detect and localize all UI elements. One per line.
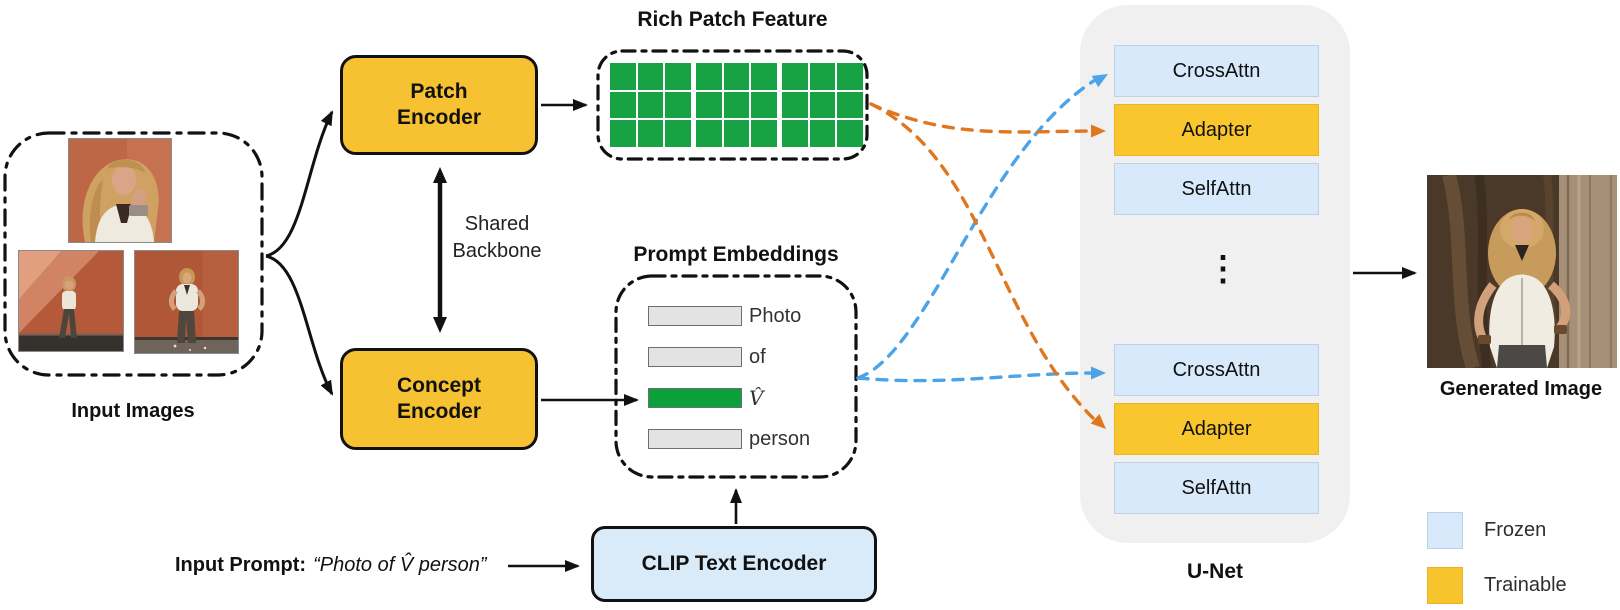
arrow-embeddings-to-crossattn-top bbox=[856, 75, 1102, 380]
patch-cell bbox=[723, 63, 750, 90]
patch-cell bbox=[809, 120, 836, 147]
token-row: V̂ bbox=[648, 386, 810, 410]
patch-cell bbox=[809, 91, 836, 119]
generated-image-label: Generated Image bbox=[1439, 378, 1603, 400]
patch-cell bbox=[696, 120, 722, 147]
patch-cell bbox=[723, 91, 750, 119]
legend-swatch-trainable bbox=[1427, 567, 1463, 604]
patch-cell bbox=[782, 120, 808, 147]
patch-cell bbox=[665, 63, 691, 90]
input-photo-standing bbox=[134, 250, 239, 354]
patch-encoder-box: Patch Encoder bbox=[340, 55, 538, 155]
token-bar bbox=[648, 429, 742, 449]
unet-label: U-Net bbox=[1187, 560, 1243, 583]
generated-photo bbox=[1427, 175, 1617, 368]
token-row: Photo bbox=[648, 304, 810, 327]
legend-swatch-frozen bbox=[1427, 512, 1463, 549]
token-row: person bbox=[648, 427, 811, 450]
patch-feature-grids bbox=[610, 63, 863, 147]
patch-cell bbox=[696, 63, 722, 90]
patch-cell bbox=[837, 91, 863, 119]
token-label: Photo bbox=[749, 304, 802, 327]
patch-cell bbox=[637, 91, 664, 119]
input-photo-portrait bbox=[68, 138, 172, 243]
patch-cell bbox=[696, 91, 722, 119]
input-prompt-text: Input Prompt: “Photo of V̂ person” bbox=[175, 554, 487, 577]
shared-backbone-arrowhead-down bbox=[433, 317, 447, 333]
input-photo-leaning bbox=[18, 250, 124, 352]
concept-encoder-box: Concept Encoder bbox=[340, 348, 538, 450]
patch-cell bbox=[610, 120, 636, 147]
input-prompt-label: Input Prompt: bbox=[175, 554, 307, 576]
clip-text-encoder-label: CLIP Text Encoder bbox=[641, 552, 827, 575]
token-label: V̂ bbox=[749, 386, 764, 410]
input-images-label: Input Images bbox=[71, 400, 195, 422]
patch-cell bbox=[782, 91, 808, 119]
patch-cell bbox=[637, 63, 664, 90]
patch-cell bbox=[751, 91, 777, 119]
legend-label: Frozen bbox=[1484, 519, 1547, 541]
arrow-embeddings-to-crossattn-bottom bbox=[856, 371, 1096, 383]
input-prompt-value: “Photo of V̂ person” bbox=[313, 554, 487, 576]
unet-block-crossattn: CrossAttn bbox=[1114, 45, 1319, 97]
unet-ellipsis: ⋮ bbox=[1206, 250, 1240, 288]
patch-grid bbox=[610, 63, 691, 147]
patch-cell bbox=[610, 63, 636, 90]
arrow-images-to-concept-encoder bbox=[265, 254, 334, 396]
patch-cell bbox=[782, 63, 808, 90]
legend-label: Trainable bbox=[1484, 574, 1567, 596]
token-bar bbox=[648, 347, 742, 367]
patch-cell bbox=[837, 120, 863, 147]
token-label: person bbox=[749, 427, 811, 450]
prompt-embeddings-title: Prompt Embeddings bbox=[633, 243, 839, 266]
patch-cell bbox=[723, 120, 750, 147]
rich-patch-feature-title: Rich Patch Feature bbox=[637, 8, 828, 31]
token-label: of bbox=[749, 345, 766, 368]
arrow-feature-to-adapter-bottom bbox=[869, 102, 1100, 425]
patch-cell bbox=[751, 63, 777, 90]
shared-backbone-arrowhead-up bbox=[433, 167, 447, 183]
unet-block-crossattn: CrossAttn bbox=[1114, 344, 1319, 396]
arrow-feature-to-adapter-top bbox=[869, 102, 1096, 134]
patch-cell bbox=[637, 120, 664, 147]
token-row: of bbox=[648, 345, 810, 368]
patch-grid bbox=[696, 63, 777, 147]
legend-row: Frozen bbox=[1427, 512, 1567, 549]
patch-cell bbox=[665, 120, 691, 147]
patch-cell bbox=[665, 91, 691, 119]
clip-text-encoder-box: CLIP Text Encoder bbox=[591, 526, 877, 602]
legend-row: Trainable bbox=[1427, 567, 1567, 604]
unet-block-adapter: Adapter bbox=[1114, 403, 1319, 455]
shared-backbone-label: Shared Backbone bbox=[452, 213, 542, 262]
patch-cell bbox=[809, 63, 836, 90]
patch-cell bbox=[751, 120, 777, 147]
arrow-images-to-patch-encoder bbox=[265, 110, 334, 258]
unet-block-selfattn: SelfAttn bbox=[1114, 163, 1319, 215]
unet-block-selfattn: SelfAttn bbox=[1114, 462, 1319, 514]
token-bar bbox=[648, 306, 742, 326]
unet-block-adapter: Adapter bbox=[1114, 104, 1319, 156]
concept-token-bar bbox=[648, 388, 742, 408]
patch-grid bbox=[782, 63, 863, 147]
patch-cell bbox=[610, 91, 636, 119]
patch-cell bbox=[837, 63, 863, 90]
